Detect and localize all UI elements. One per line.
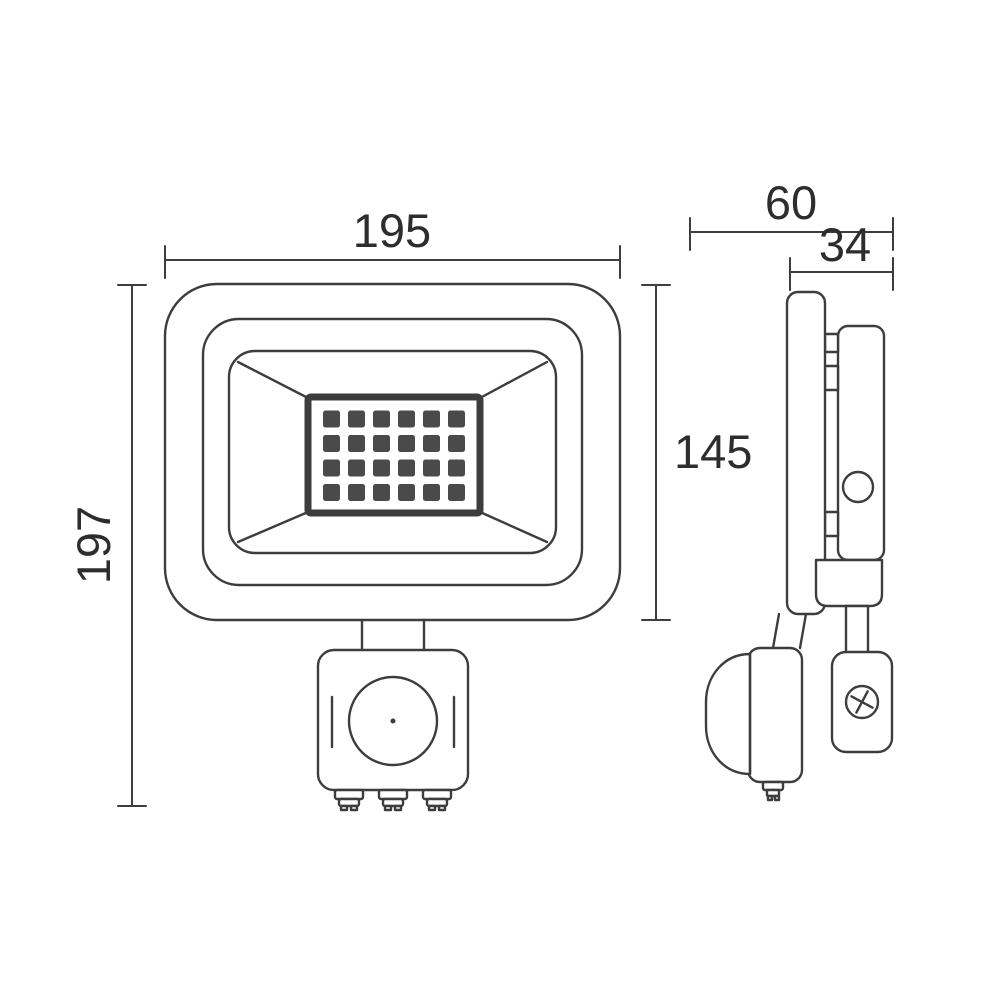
hinge-plate	[814, 558, 884, 608]
led-cell	[323, 484, 340, 501]
led-cell	[423, 484, 440, 501]
gland-part	[437, 804, 447, 812]
side-view	[704, 290, 894, 802]
side-clip-bottom	[823, 510, 840, 538]
led-cell	[398, 435, 415, 452]
screw-cross-line-v	[855, 690, 869, 714]
led-cell	[323, 435, 340, 452]
led-cell	[398, 459, 415, 477]
dim-side-body-depth-label: 34	[819, 218, 871, 271]
cable-glands	[333, 788, 453, 812]
led-cell	[448, 435, 465, 452]
side-body-heatsink	[836, 324, 886, 562]
dim-front-width: 195	[164, 204, 621, 279]
gland-part	[393, 804, 403, 812]
gland-part	[333, 788, 365, 801]
gland-part	[383, 804, 393, 812]
led-cell	[348, 435, 365, 452]
side-clip-top	[823, 364, 840, 392]
bracket-knob	[841, 470, 875, 504]
cable-gland	[377, 788, 409, 812]
led-cell	[398, 484, 415, 501]
led-cell	[423, 435, 440, 452]
gland-part	[773, 794, 781, 802]
dim-front-total-height: 197	[67, 284, 147, 807]
led-cell	[373, 484, 390, 501]
dimensions: 195 197 145 60 34	[67, 176, 894, 807]
led-cell	[373, 459, 390, 477]
led-cell	[448, 459, 465, 477]
led-cell	[398, 410, 415, 428]
led-cell	[373, 435, 390, 452]
dim-front-total-height-label: 197	[67, 506, 120, 584]
led-cell	[348, 410, 365, 428]
gland-part	[377, 788, 409, 801]
side-sensor-housing	[746, 646, 804, 784]
sensor-stem-right	[798, 612, 808, 650]
led-cell	[373, 410, 390, 428]
led-cell	[323, 410, 340, 428]
led-cell	[448, 484, 465, 501]
pir-lens-center-dot	[390, 718, 396, 724]
gland-part	[766, 794, 774, 802]
gland-part	[381, 797, 405, 808]
pir-dome	[704, 652, 752, 776]
reflector-corner-line-bl	[236, 510, 310, 544]
led-cell	[423, 410, 440, 428]
reflector-corner-line-br	[478, 510, 549, 544]
housing-inner-frame	[201, 317, 584, 587]
dim-front-body-height-label: 145	[674, 425, 752, 478]
reflector-rim	[227, 349, 558, 555]
dim-side-body-depth: 34	[789, 218, 894, 291]
dim-side-total-depth: 60	[689, 176, 894, 251]
cable-gland	[333, 788, 365, 812]
side-cable-gland	[761, 780, 785, 802]
housing-outline	[163, 282, 622, 622]
gland-part	[339, 804, 349, 812]
pir-lens	[347, 675, 439, 767]
gland-part	[425, 797, 449, 808]
cable-gland	[421, 788, 453, 812]
led-cell	[348, 459, 365, 477]
dim-side-total-depth-label: 60	[765, 176, 817, 229]
led-grid	[323, 410, 465, 501]
led-cell	[448, 410, 465, 428]
sensor-stem-left	[771, 612, 781, 650]
screw-cross-icon	[850, 690, 874, 714]
front-view	[163, 282, 622, 812]
led-cell	[348, 484, 365, 501]
dim-front-body-height: 145	[641, 284, 752, 621]
bracket-neck	[844, 604, 870, 658]
reflector-corner-line-tr	[478, 360, 549, 400]
gland-part	[427, 804, 437, 812]
gland-part	[337, 797, 361, 808]
led-cell	[423, 459, 440, 477]
dim-front-width-label: 195	[353, 204, 431, 257]
side-top-tab	[823, 332, 840, 354]
gland-part	[349, 804, 359, 812]
gland-part	[421, 788, 453, 801]
led-cell	[323, 459, 340, 477]
reflector-corner-line-tl	[236, 360, 310, 400]
